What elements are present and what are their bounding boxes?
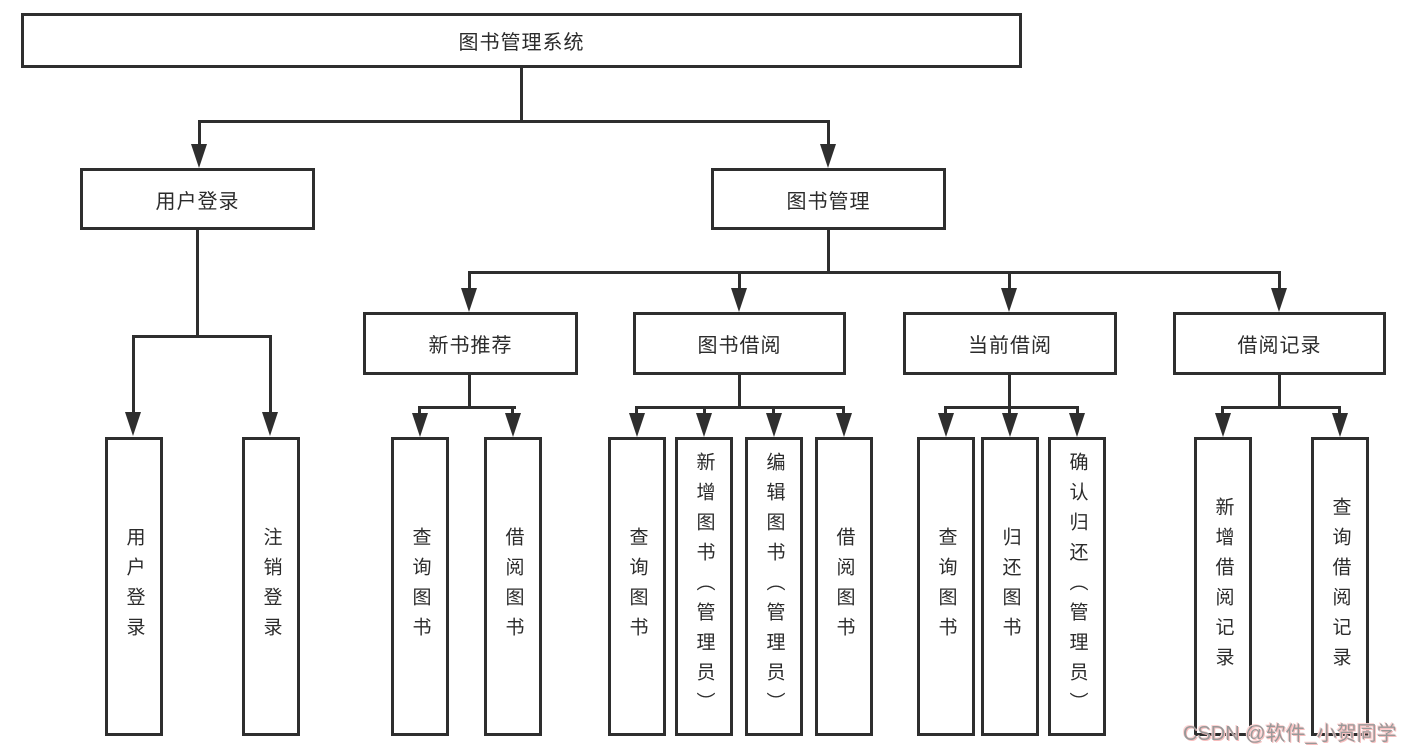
leaf-return-books-label: 归还图书 — [999, 526, 1021, 647]
arrow-down-icon — [766, 413, 782, 437]
node-borrow-records-label: 借阅记录 — [1237, 335, 1322, 357]
connector-root-drop-right — [827, 120, 830, 148]
leaf-query-borrow-record: 查询借阅记录 — [1311, 437, 1369, 736]
arrow-down-icon — [1332, 413, 1348, 437]
arrow-down-icon — [629, 413, 645, 437]
connector-book-mgmt-drop-3 — [1008, 271, 1011, 293]
leaf-borrow-books: 借阅图书 — [815, 437, 873, 736]
leaf-query-books-borrow: 查询图书 — [608, 437, 666, 736]
arrow-down-icon — [1215, 413, 1231, 437]
node-library-system-label: 图书管理系统 — [458, 32, 585, 54]
connector-recommend-drop-2 — [511, 406, 514, 418]
node-borrow-records: 借阅记录 — [1173, 312, 1386, 375]
connector-borrow-trunk — [738, 375, 741, 409]
connector-root-trunk — [520, 67, 523, 123]
connector-recommend-trunk — [468, 375, 471, 409]
arrow-down-icon — [836, 413, 852, 437]
connector-records-drop-1 — [1221, 406, 1224, 418]
node-book-borrow-label: 图书借阅 — [697, 335, 782, 357]
connector-borrow-drop-3 — [772, 406, 775, 418]
leaf-query-books-recommend-label: 查询图书 — [409, 526, 431, 647]
arrow-down-icon — [461, 288, 477, 312]
connector-records-bar — [1221, 406, 1341, 409]
leaf-confirm-return-admin-label: 确认归还（管理员） — [1066, 451, 1088, 722]
connector-book-mgmt-trunk — [827, 230, 830, 274]
connector-book-mgmt-drop-2 — [738, 271, 741, 293]
leaf-return-books: 归还图书 — [981, 437, 1039, 736]
connector-book-mgmt-drop-4 — [1278, 271, 1281, 293]
node-library-system: 图书管理系统 — [21, 13, 1022, 68]
connector-book-mgmt-bar — [468, 271, 1281, 274]
connector-user-login-drop-1 — [132, 335, 135, 415]
leaf-borrow-books-recommend: 借阅图书 — [484, 437, 542, 736]
leaf-query-books-borrow-label: 查询图书 — [626, 526, 648, 647]
leaf-borrow-books-label: 借阅图书 — [833, 526, 855, 647]
leaf-user-login-label: 用户登录 — [123, 526, 145, 647]
arrow-down-icon — [820, 144, 836, 168]
leaf-user-login: 用户登录 — [105, 437, 163, 736]
node-current-borrow-label: 当前借阅 — [968, 335, 1052, 357]
leaf-confirm-return-admin: 确认归还（管理员） — [1048, 437, 1106, 736]
arrow-down-icon — [938, 413, 954, 437]
leaf-borrow-books-recommend-label: 借阅图书 — [502, 526, 524, 647]
connector-root-drop-left — [198, 120, 201, 148]
arrow-down-icon — [125, 412, 141, 436]
arrow-down-icon — [1001, 288, 1017, 312]
arrow-down-icon — [262, 412, 278, 436]
connector-root-bar — [198, 120, 829, 123]
leaf-logout: 注销登录 — [242, 437, 300, 736]
node-new-book-recommend: 新书推荐 — [363, 312, 578, 375]
connector-current-bar — [944, 406, 1079, 409]
leaf-edit-books-admin: 编辑图书（管理员） — [745, 437, 803, 736]
leaf-query-books-current-label: 查询图书 — [935, 526, 957, 647]
arrow-down-icon — [1271, 288, 1287, 312]
watermark: CSDN @软件_小贺同学 — [1183, 723, 1397, 745]
leaf-logout-label: 注销登录 — [260, 526, 282, 647]
arrow-down-icon — [191, 144, 207, 168]
arrow-down-icon — [505, 413, 521, 437]
leaf-add-borrow-record-label: 新增借阅记录 — [1212, 496, 1234, 677]
connector-borrow-bar — [635, 406, 845, 409]
leaf-query-books-recommend: 查询图书 — [391, 437, 449, 736]
arrow-down-icon — [731, 288, 747, 312]
leaf-query-books-current: 查询图书 — [917, 437, 975, 736]
connector-borrow-drop-1 — [635, 406, 638, 418]
node-new-book-recommend-label: 新书推荐 — [428, 335, 513, 357]
node-current-borrow: 当前借阅 — [903, 312, 1117, 375]
connector-user-login-drop-2 — [269, 335, 272, 415]
connector-current-drop-1 — [944, 406, 947, 418]
node-user-login: 用户登录 — [80, 168, 315, 230]
arrow-down-icon — [696, 413, 712, 437]
arrow-down-icon — [1002, 413, 1018, 437]
connector-current-trunk — [1008, 375, 1011, 409]
leaf-add-books-admin-label: 新增图书（管理员） — [693, 451, 715, 722]
leaf-query-borrow-record-label: 查询借阅记录 — [1329, 496, 1351, 677]
leaf-add-borrow-record: 新增借阅记录 — [1194, 437, 1252, 736]
leaf-edit-books-admin-label: 编辑图书（管理员） — [763, 451, 785, 722]
connector-borrow-drop-2 — [703, 406, 706, 418]
connector-user-login-trunk — [196, 230, 199, 337]
node-user-login-label: 用户登录 — [155, 190, 240, 213]
connector-current-drop-3 — [1076, 406, 1079, 418]
connector-records-drop-2 — [1338, 406, 1341, 418]
connector-recommend-bar — [418, 406, 516, 409]
arrow-down-icon — [1069, 413, 1085, 437]
arrow-down-icon — [412, 413, 428, 437]
leaf-add-books-admin: 新增图书（管理员） — [675, 437, 733, 736]
connector-borrow-drop-4 — [842, 406, 845, 418]
connector-user-login-bar — [132, 335, 272, 338]
node-book-management-label: 图书管理 — [786, 190, 871, 213]
connector-recommend-drop-1 — [418, 406, 421, 418]
connector-book-mgmt-drop-1 — [468, 271, 471, 293]
connector-current-drop-2 — [1008, 406, 1011, 418]
node-book-management: 图书管理 — [711, 168, 946, 230]
node-book-borrow: 图书借阅 — [633, 312, 846, 375]
connector-records-trunk — [1278, 375, 1281, 409]
